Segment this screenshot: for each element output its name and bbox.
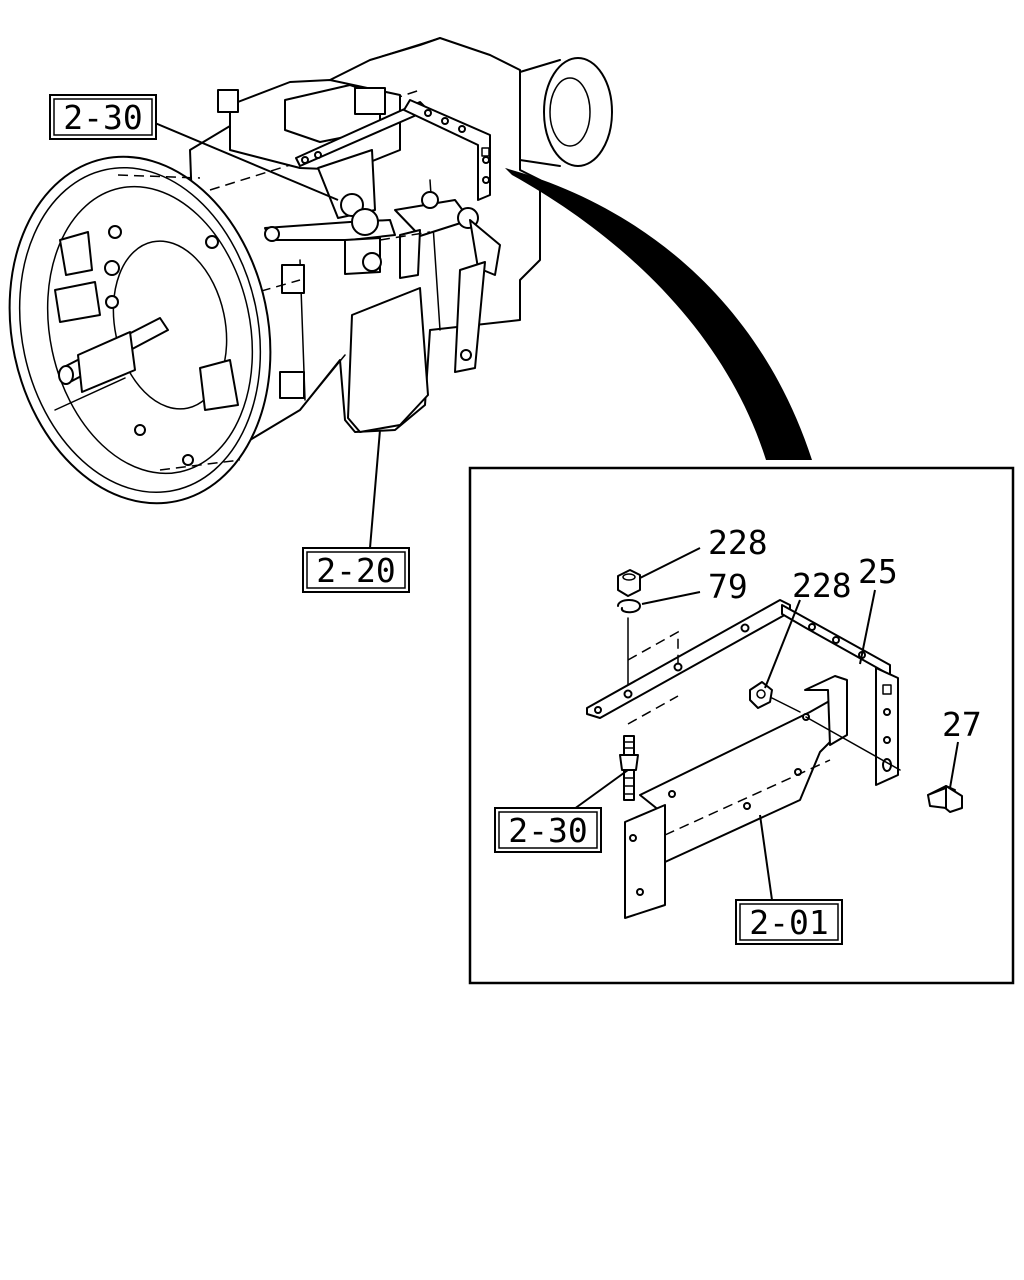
nut-228-top [617,569,641,597]
shift-linkage [264,149,501,373]
clutch-housing [8,155,272,505]
side-cover [347,287,429,433]
part-number-79: 79 [708,567,748,606]
ref-2-01-label: 2-01 [749,903,828,942]
detail-leaders [569,547,959,901]
part-number-228-top: 228 [708,523,768,562]
washer-79 [617,599,641,614]
bolt-27 [927,785,963,813]
channel-bracket [624,675,901,919]
transmission-case [189,37,541,441]
part-number-25: 25 [858,552,898,591]
part-number-27: 27 [942,705,982,744]
ref-2-01: 2-01 [735,899,843,945]
detail-view: 228 79 228 25 27 2-30 2-01 [468,466,1015,985]
ref-2-30-top: 2-30 [49,94,157,140]
top-bracket [295,99,491,201]
detail-frame [468,466,1015,985]
part-number-228-side: 228 [792,566,852,605]
detail-callout-arrow [505,168,812,460]
output-flange [489,57,613,176]
ref-2-30-top-label: 2-30 [63,98,142,137]
main-view-leaders [154,122,381,549]
nut-228-side [749,681,773,709]
ref-2-20: 2-20 [302,547,410,593]
transmission-assembly [8,37,613,505]
stud-bolt [619,735,639,801]
ref-2-30-detail: 2-30 [494,807,602,853]
ref-2-20-label: 2-20 [316,551,395,590]
ref-2-30-detail-label: 2-30 [508,811,587,850]
input-shaft [58,317,169,393]
